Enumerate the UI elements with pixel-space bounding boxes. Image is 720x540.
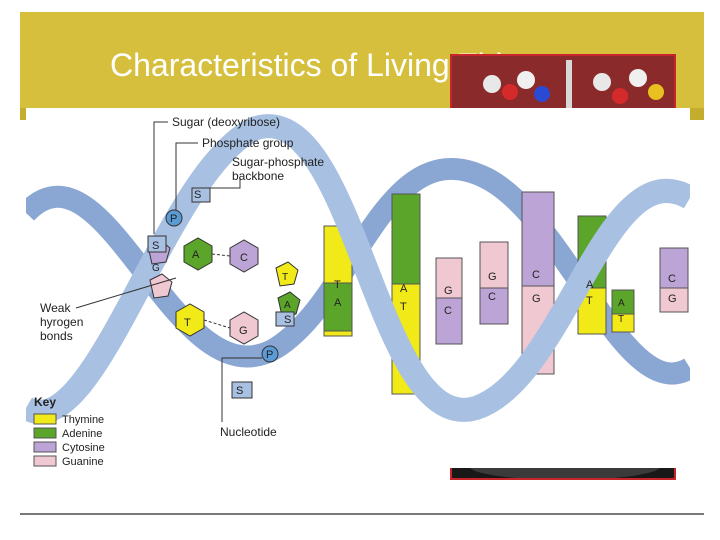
leader-nucleotide xyxy=(221,357,262,408)
label-weak-2: hyrogen xyxy=(40,315,83,329)
helix-ribbon-front xyxy=(20,114,697,424)
letter-s: S xyxy=(194,189,201,201)
letter-t: T xyxy=(400,301,407,313)
sugar-pentagon xyxy=(191,187,211,203)
leader-phosphate xyxy=(175,142,198,210)
letter-s: S xyxy=(236,385,243,397)
hex-thymine xyxy=(175,303,205,337)
letter-g: G xyxy=(488,271,497,283)
label-nucleotide: Nucleotide xyxy=(220,425,277,439)
hydrogen-bond xyxy=(203,319,231,329)
letter-c: C xyxy=(444,305,452,317)
phosphate-circle xyxy=(165,209,183,227)
key-swatch-cytosine xyxy=(33,441,57,453)
hex-adenine xyxy=(183,237,213,271)
key-swatch-adenine xyxy=(33,427,57,439)
nucleotide-detail xyxy=(147,187,301,399)
letter-a: A xyxy=(334,297,342,309)
hydrogen-bond xyxy=(211,253,231,257)
label-backbone-2: backbone xyxy=(232,169,284,183)
sugar-pentagon xyxy=(275,311,295,327)
letter-c: C xyxy=(240,252,248,264)
letter-g: G xyxy=(668,293,677,305)
dna-helix-diagram: Sugar (deoxyribose) Phosphate group Suga… xyxy=(18,108,697,468)
base-guanine xyxy=(659,287,689,313)
leader-lines xyxy=(75,121,262,422)
letter-t: T xyxy=(184,317,191,329)
key-label-guanine: Guanine xyxy=(62,456,104,468)
letter-t: T xyxy=(334,279,341,291)
letter-g: G xyxy=(152,263,160,274)
letter-t: T xyxy=(618,314,624,325)
base-thymine xyxy=(611,313,635,333)
label-sugar: Sugar (deoxyribose) xyxy=(172,115,280,129)
base-cytosine xyxy=(521,191,555,287)
base-cytosine xyxy=(659,247,689,289)
letter-t: T xyxy=(586,295,593,307)
leader-sugar xyxy=(153,121,168,234)
base-pairs xyxy=(323,191,689,395)
letter-g: G xyxy=(239,325,248,337)
key-legend: Key Thymine Adenine Cytosine Guanine xyxy=(33,395,105,468)
letter-g: G xyxy=(444,285,453,297)
key-swatch-thymine xyxy=(33,413,57,425)
base-guanine xyxy=(479,241,509,289)
letter-s: S xyxy=(152,240,159,252)
dna-helix-svg: Sugar (deoxyribose) Phosphate group Suga… xyxy=(18,114,697,468)
letter-c: C xyxy=(532,269,540,281)
base-guanine xyxy=(435,257,463,299)
hex-guanine xyxy=(229,311,259,345)
letter-a: A xyxy=(192,249,200,261)
letter-s: S xyxy=(284,314,291,326)
phosphate-circle xyxy=(261,345,279,363)
label-backbone-1: Sugar-phosphate xyxy=(232,155,324,169)
base-cytosine xyxy=(435,297,463,345)
sugar-pentagon xyxy=(147,235,167,253)
base-cytosine xyxy=(479,287,509,325)
letter-c: C xyxy=(488,291,496,303)
letter-c: C xyxy=(668,273,676,285)
letter-p: P xyxy=(170,213,177,225)
letter-g: G xyxy=(532,293,541,305)
key-label-cytosine: Cytosine xyxy=(62,442,105,454)
letter-a: A xyxy=(284,300,291,311)
key-label-thymine: Thymine xyxy=(62,414,104,426)
key-title: Key xyxy=(34,395,56,409)
label-weak-3: bonds xyxy=(40,329,73,343)
base-adenine xyxy=(391,193,421,285)
hex-cytosine xyxy=(229,239,259,273)
letter-p: P xyxy=(266,349,273,361)
letter-t: T xyxy=(282,272,288,283)
letter-a: A xyxy=(586,279,594,291)
footer-divider xyxy=(20,513,704,515)
leader-weak-bond xyxy=(75,277,177,309)
key-label-adenine: Adenine xyxy=(62,428,102,440)
base-adenine xyxy=(323,282,353,332)
label-weak-1: Weak xyxy=(40,301,71,315)
leader-backbone xyxy=(206,178,241,189)
sugar-pentagon xyxy=(231,381,253,399)
letter-a: A xyxy=(618,298,625,309)
letter-a: A xyxy=(400,283,408,295)
pent-thymine xyxy=(275,261,299,287)
label-phosphate: Phosphate group xyxy=(202,136,294,150)
pent-sugar xyxy=(149,273,173,299)
key-swatch-guanine xyxy=(33,455,57,467)
